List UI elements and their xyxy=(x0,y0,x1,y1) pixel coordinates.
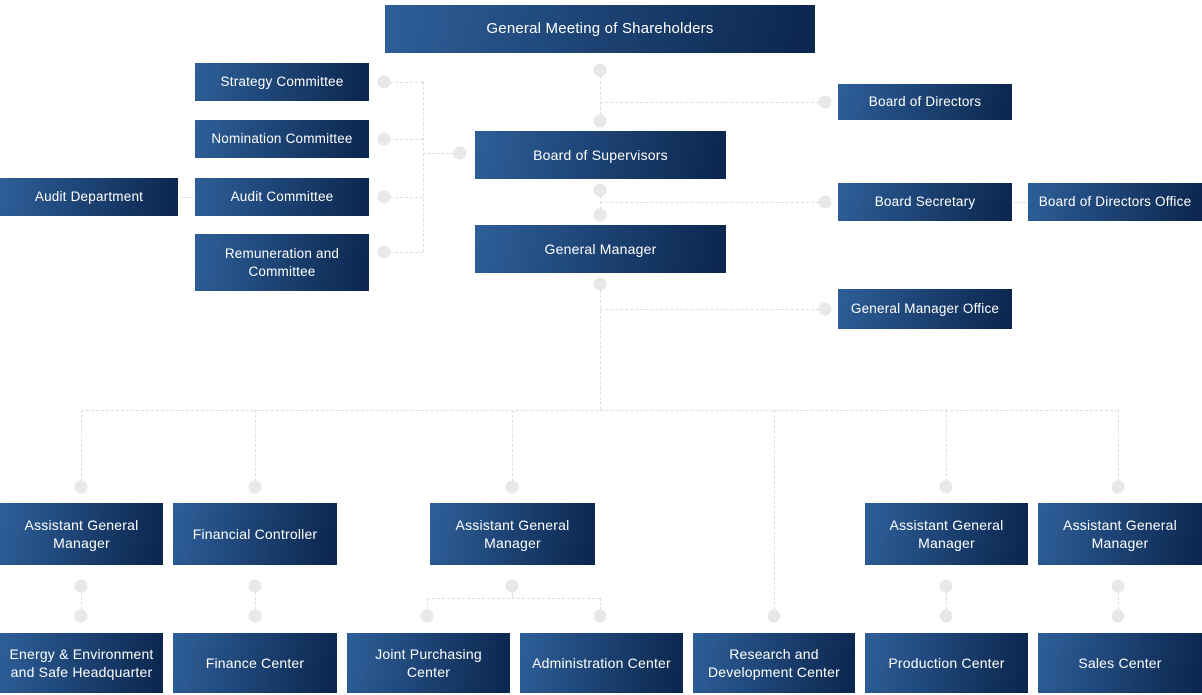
connector-dot xyxy=(1111,480,1125,494)
connector-dot xyxy=(593,183,607,197)
connector-dot xyxy=(420,609,434,623)
connector-dot xyxy=(74,609,88,623)
connector-segment xyxy=(81,592,82,610)
finance-center: Finance Center xyxy=(173,633,337,693)
connector-dot xyxy=(1111,609,1125,623)
research-and-development-center: Research and Development Center xyxy=(693,633,855,693)
connector-dot xyxy=(818,195,832,209)
connector-segment xyxy=(255,410,256,481)
connector-dot xyxy=(505,579,519,593)
general-manager-office: General Manager Office xyxy=(838,289,1012,329)
connector-dot xyxy=(377,75,391,89)
connector-dot xyxy=(505,480,519,494)
connector-segment xyxy=(427,598,600,599)
connector-segment xyxy=(512,592,513,598)
joint-purchasing-center: Joint Purchasing Center xyxy=(347,633,510,693)
connector-segment xyxy=(81,410,82,481)
connector-dot xyxy=(377,190,391,204)
connector-segment xyxy=(600,76,601,115)
assistant-general-manager-3: Assistant General Manager xyxy=(865,503,1028,565)
connector-dot xyxy=(593,114,607,128)
connector-dot xyxy=(74,579,88,593)
connector-segment xyxy=(1118,592,1119,610)
general-manager: General Manager xyxy=(475,225,726,273)
connector-segment xyxy=(423,153,454,154)
board-of-directors: Board of Directors xyxy=(838,84,1012,120)
connector-dot xyxy=(377,132,391,146)
board-secretary: Board Secretary xyxy=(838,183,1012,221)
audit-department: Audit Department xyxy=(0,178,178,216)
connector-segment xyxy=(427,598,428,610)
connector-dot xyxy=(939,579,953,593)
connector-segment xyxy=(774,410,775,610)
strategy-committee: Strategy Committee xyxy=(195,63,369,101)
board-of-directors-office: Board of Directors Office xyxy=(1028,183,1202,221)
financial-controller: Financial Controller xyxy=(173,503,337,565)
connector-dot xyxy=(593,208,607,222)
connector-dot xyxy=(1111,579,1125,593)
remuneration-and-committee: Remuneration and Committee xyxy=(195,234,369,291)
connector-segment xyxy=(390,252,423,253)
administration-center: Administration Center xyxy=(520,633,683,693)
nomination-committee: Nomination Committee xyxy=(195,120,369,158)
connector-segment xyxy=(512,410,513,481)
connector-segment xyxy=(600,598,601,610)
connector-dot xyxy=(593,277,607,291)
production-center: Production Center xyxy=(865,633,1028,693)
board-of-supervisors: Board of Supervisors xyxy=(475,131,726,179)
connector-segment xyxy=(390,139,423,140)
connector-segment xyxy=(946,592,947,610)
connector-dot xyxy=(453,146,467,160)
energy-environment-safe-headquarter: Energy & Environment and Safe Headquarte… xyxy=(0,633,163,693)
assistant-general-manager-1: Assistant General Manager xyxy=(0,503,163,565)
connector-dot xyxy=(248,609,262,623)
connector-dot xyxy=(767,609,781,623)
connector-segment xyxy=(600,202,819,203)
connector-dot xyxy=(593,63,607,77)
connector-segment xyxy=(600,290,601,410)
connector-dot xyxy=(593,609,607,623)
assistant-general-manager-2: Assistant General Manager xyxy=(430,503,595,565)
connector-segment xyxy=(255,592,256,610)
connector-segment xyxy=(600,309,819,310)
audit-committee: Audit Committee xyxy=(195,178,369,216)
connector-dot xyxy=(74,480,88,494)
connector-dot xyxy=(377,245,391,259)
general-meeting-of-shareholders: General Meeting of Shareholders xyxy=(385,5,815,53)
connector-segment xyxy=(81,410,1118,411)
connector-segment xyxy=(390,82,423,83)
connector-segment xyxy=(600,102,819,103)
connector-dot xyxy=(248,480,262,494)
connector-segment xyxy=(423,82,424,252)
sales-center: Sales Center xyxy=(1038,633,1202,693)
connector-segment xyxy=(390,197,423,198)
connector-dot xyxy=(248,579,262,593)
connector-dot xyxy=(818,95,832,109)
assistant-general-manager-4: Assistant General Manager xyxy=(1038,503,1202,565)
connector-dot xyxy=(939,609,953,623)
connector-segment xyxy=(182,197,193,198)
connector-dot xyxy=(818,302,832,316)
connector-dot xyxy=(939,480,953,494)
connector-segment xyxy=(946,410,947,481)
connector-segment xyxy=(1118,410,1119,481)
connector-segment xyxy=(1014,202,1026,203)
